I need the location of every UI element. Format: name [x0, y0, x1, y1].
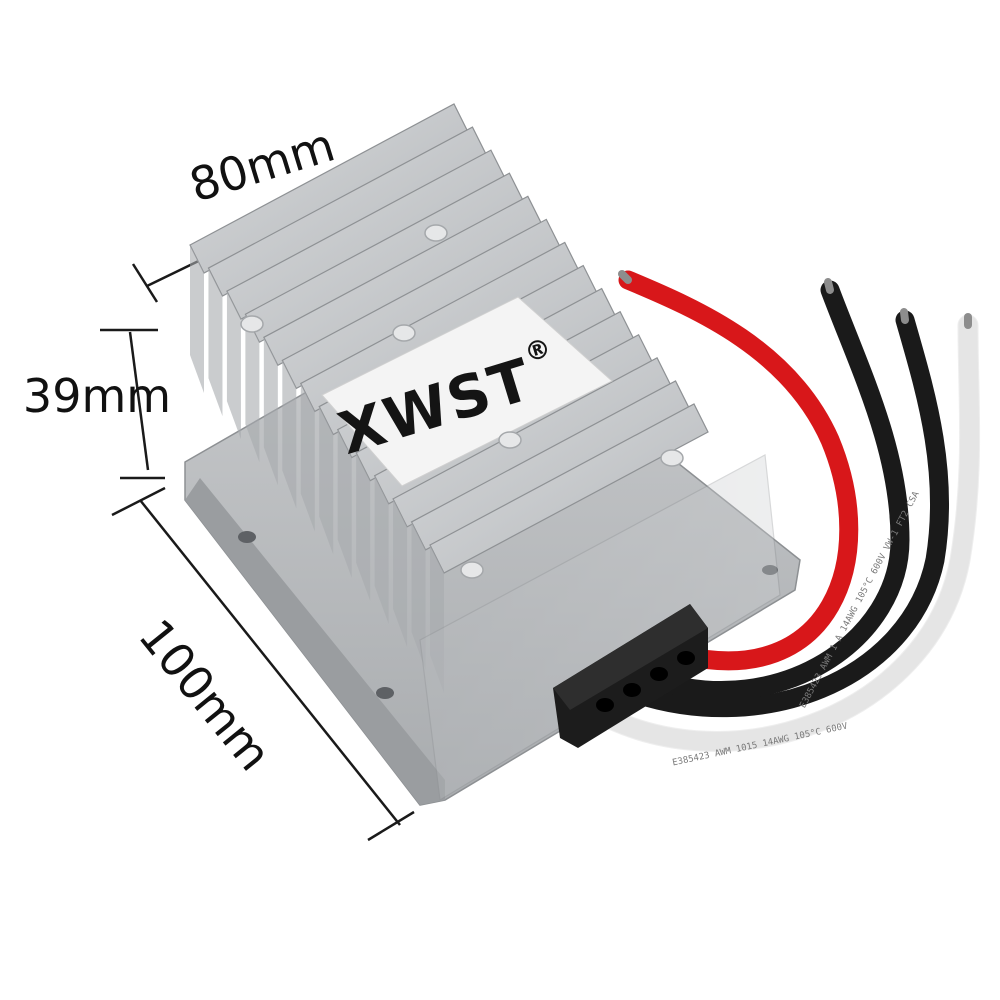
cooling-fin-side	[319, 406, 334, 555]
black-wire-left	[645, 280, 910, 700]
length-tick-bottom	[367, 810, 415, 842]
cable-grommet	[553, 604, 708, 748]
wire-tips	[618, 270, 972, 329]
cooling-fin-side	[226, 291, 241, 440]
mounting-hole	[238, 531, 256, 543]
cooling-fin-side	[208, 268, 223, 417]
cooling-fin-side	[393, 498, 408, 647]
grommet-hole	[677, 651, 695, 665]
screw	[392, 324, 416, 342]
screw	[424, 224, 448, 242]
width-tick-left	[131, 263, 159, 303]
cooling-fin-side	[374, 475, 389, 624]
screws	[240, 224, 684, 579]
cooling-fin-side	[282, 360, 297, 509]
mounting-hole	[376, 687, 394, 699]
screw	[498, 431, 522, 449]
height-dimension-label: 39mm	[22, 369, 172, 423]
wire-tip	[618, 270, 632, 284]
wires	[574, 270, 981, 752]
white-wire	[575, 315, 980, 751]
wire-tip	[824, 278, 834, 294]
screw	[460, 561, 484, 579]
white-wire-outline	[574, 314, 981, 752]
height-dimension-line	[128, 331, 150, 471]
length-dimension-line	[139, 499, 401, 826]
screw	[240, 315, 264, 333]
wire-tip	[900, 308, 909, 324]
screw	[660, 449, 684, 467]
grommet-hole	[623, 683, 641, 697]
brand-label-plate	[321, 296, 613, 487]
black-wire-right	[615, 310, 950, 718]
cooling-fin-side	[411, 521, 426, 670]
cooling-fin-side	[245, 314, 260, 463]
cooling-fin-side	[337, 429, 352, 578]
cooling-fin-side	[356, 452, 371, 601]
cooling-fin-side	[190, 245, 204, 393]
grommet-hole	[650, 667, 668, 681]
cooling-fin-side	[300, 383, 315, 532]
cooling-fin-side	[263, 337, 278, 486]
red-wire	[618, 270, 859, 671]
length-tick-top	[111, 486, 166, 517]
housing-front-face	[419, 454, 781, 801]
grommet-hole	[596, 698, 614, 712]
